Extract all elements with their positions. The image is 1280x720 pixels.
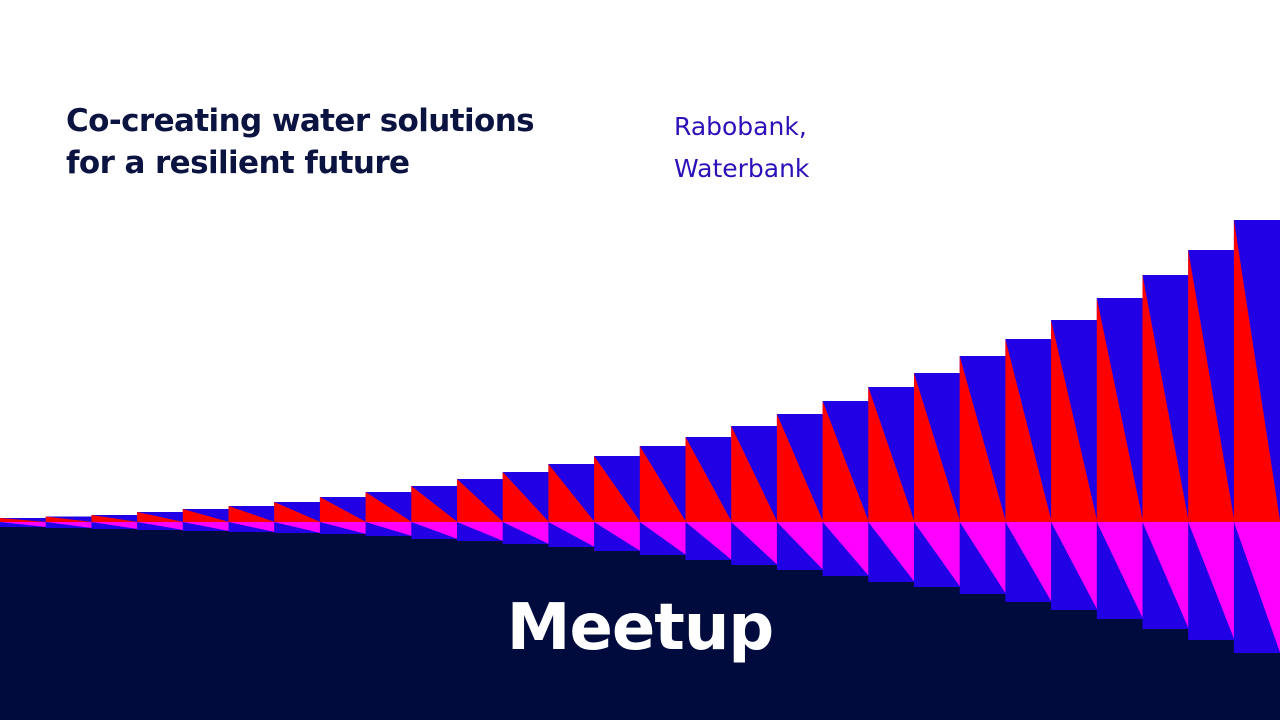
column-upper-red-triangle: [182, 509, 230, 522]
slide-title-line-2: for a resilient future: [66, 145, 410, 181]
partner-name-2: Waterbank: [674, 154, 810, 183]
column-lower-magenta-triangle: [548, 522, 595, 547]
column-lower-magenta-triangle: [1096, 522, 1144, 619]
column-upper-red-triangle: [868, 387, 915, 522]
column-upper-red-triangle: [411, 486, 458, 522]
column-upper-red-triangle: [1188, 250, 1235, 522]
column-upper-red-triangle: [639, 446, 687, 522]
slide-title-line-1: Co-creating water solutions: [66, 103, 535, 139]
column-lower-magenta-triangle: [959, 522, 1006, 594]
column-lower-magenta-triangle: [776, 522, 824, 570]
column-upper-red-triangle: [228, 506, 275, 522]
column-lower-magenta-triangle: [1188, 522, 1235, 640]
column-lower-magenta-triangle: [411, 522, 458, 539]
column-lower-magenta-triangle: [319, 522, 367, 534]
column-lower-magenta-triangle: [1233, 522, 1280, 653]
column-lower-magenta-triangle: [91, 522, 138, 529]
column-upper-red-triangle: [457, 479, 504, 522]
column-lower-magenta-triangle: [1005, 522, 1052, 602]
column-upper-red-triangle: [959, 356, 1006, 522]
column-upper-red-triangle: [731, 426, 778, 522]
column-upper-red-triangle: [1142, 275, 1189, 522]
column-upper-red-triangle: [914, 373, 961, 522]
column-upper-red-triangle: [45, 516, 92, 522]
column-upper-red-triangle: [91, 515, 138, 522]
column-lower-magenta-triangle: [0, 522, 47, 527]
column-upper-red-triangle: [1005, 339, 1052, 522]
column-upper-red-triangle: [0, 518, 47, 522]
column-lower-magenta-triangle: [914, 522, 961, 587]
column-lower-magenta-triangle: [639, 522, 687, 555]
column-lower-magenta-triangle: [182, 522, 230, 531]
column-upper-red-triangle: [365, 492, 412, 522]
column-lower-magenta-triangle: [1051, 522, 1098, 610]
column-lower-magenta-triangle: [45, 522, 92, 528]
column-lower-magenta-triangle: [365, 522, 412, 536]
column-upper-red-triangle: [137, 512, 184, 522]
column-upper-red-triangle: [1096, 298, 1144, 522]
column-lower-magenta-triangle: [1142, 522, 1189, 629]
column-lower-magenta-triangle: [594, 522, 641, 551]
column-lower-magenta-triangle: [228, 522, 275, 532]
column-lower-magenta-triangle: [457, 522, 504, 541]
column-upper-red-triangle: [822, 401, 869, 522]
column-lower-magenta-triangle: [731, 522, 778, 565]
column-upper-red-triangle: [594, 456, 641, 522]
column-upper-red-triangle: [274, 502, 321, 522]
column-upper-red-triangle: [776, 414, 824, 522]
column-upper-red-triangle: [502, 472, 549, 522]
slide-title: Co-creating water solutions for a resili…: [66, 100, 535, 184]
column-lower-magenta-triangle: [685, 522, 732, 560]
column-lower-magenta-triangle: [274, 522, 321, 533]
column-lower-magenta-triangle: [822, 522, 869, 576]
partner-names: Rabobank, Waterbank: [674, 106, 809, 190]
column-upper-red-triangle: [1233, 220, 1280, 522]
column-upper-red-triangle: [319, 497, 367, 522]
column-upper-red-triangle: [548, 464, 595, 522]
column-lower-magenta-triangle: [502, 522, 549, 544]
column-lower-magenta-triangle: [868, 522, 915, 582]
partner-name-1: Rabobank,: [674, 112, 807, 141]
column-lower-magenta-triangle: [137, 522, 184, 530]
column-upper-red-triangle: [685, 437, 732, 522]
column-upper-red-triangle: [1051, 320, 1098, 522]
event-label: Meetup: [506, 591, 774, 665]
